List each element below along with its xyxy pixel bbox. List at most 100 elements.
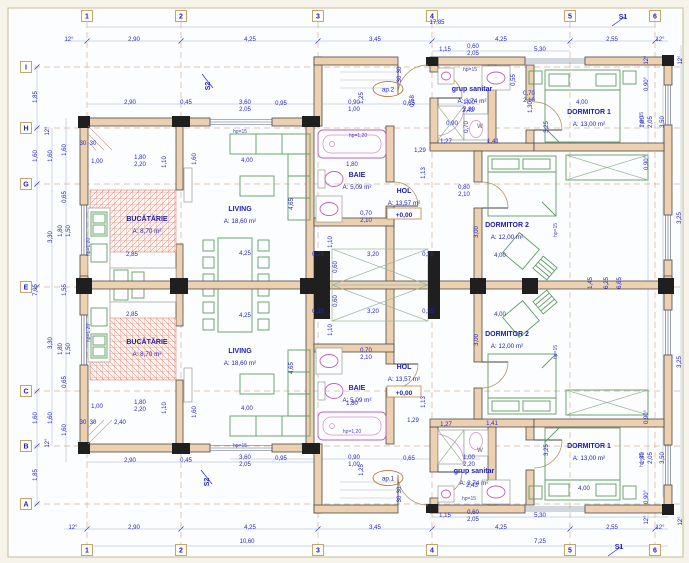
- dim-label: 0,65: [403, 456, 415, 462]
- grid-bubble: [20, 178, 32, 190]
- dim-label: 1,10: [162, 156, 168, 168]
- section-marker-line: [607, 545, 623, 557]
- dim-label: 3,25: [544, 444, 550, 456]
- dim-label: 30: [80, 141, 87, 147]
- dim-label: 7,25: [534, 539, 546, 545]
- grid-bubble-label: 3: [316, 548, 320, 555]
- dim-label: 1,60: [48, 412, 54, 424]
- room-area-label: A: 5,09 m²: [342, 397, 371, 404]
- section-marker: S1: [615, 544, 624, 551]
- grid-bubble-label: 2: [179, 14, 183, 21]
- room-label: LIVING: [228, 206, 252, 213]
- dim-label: 6,65: [617, 277, 623, 289]
- section-marker-line: [200, 469, 213, 485]
- dim-label: 3,50: [660, 116, 666, 128]
- dim-label: 30: [397, 66, 403, 73]
- dim-label: 4,65: [289, 362, 295, 374]
- dim-label: 2,05: [239, 107, 251, 113]
- dim-label: 12°: [64, 37, 74, 43]
- dim-label: 1,60: [33, 150, 39, 162]
- room-label: BUCĂTĂRIE: [126, 214, 168, 223]
- dim-label: 0,65: [403, 101, 415, 107]
- windows: [80, 57, 672, 261]
- dim-label: 0,90: [446, 121, 458, 127]
- dim-label: 2,05: [239, 462, 251, 468]
- dim-label: 2,55: [606, 525, 618, 531]
- dim-label: 1,13: [421, 167, 427, 179]
- section-marker-line: [611, 15, 627, 27]
- dim-label: 1,25: [359, 464, 365, 476]
- section-marker: S2: [204, 478, 211, 487]
- room-label: DORMITOR 1: [567, 109, 611, 116]
- dim-label: 2,10: [523, 98, 535, 104]
- dim-label: 4,25: [495, 37, 507, 43]
- parapet-label: hp=15: [463, 67, 477, 73]
- grid-bubble-label: 6: [653, 14, 657, 21]
- level-badge-box: [386, 385, 422, 398]
- dim-label: 1,80: [134, 400, 146, 406]
- grid-bubble-label: 4: [430, 548, 434, 555]
- grid-bubble: [564, 544, 576, 556]
- grid-bubble: [20, 281, 32, 293]
- dim-label: 3,60: [239, 455, 251, 461]
- dim-label: 3,50: [660, 452, 666, 464]
- dim-label: 1,00: [91, 404, 103, 410]
- dim-label: 3,60: [239, 100, 251, 106]
- room-area-label: A: 12,00 m²: [491, 343, 524, 350]
- parapet-label: hp=1,20: [86, 238, 92, 256]
- level-badge-box: [386, 207, 422, 220]
- dim-label: 1,15: [439, 47, 451, 53]
- dim-label: 2,10: [360, 355, 372, 361]
- room-area-label: A: 3,74 m²: [459, 480, 488, 487]
- dim-label: 1,41: [487, 139, 499, 145]
- dim-label: 3,45: [369, 37, 381, 43]
- dim-label: 5,30: [534, 47, 546, 53]
- dim-label: 3,20: [367, 309, 379, 315]
- dim-label: 0,95: [275, 101, 287, 107]
- dim-label: 4,25: [244, 37, 256, 43]
- room-area-label: A: 8,70 m²: [132, 351, 161, 358]
- dim-label: 1,55: [62, 284, 68, 296]
- dim-label: 2,05: [467, 517, 479, 523]
- dim-label: 12°: [644, 515, 650, 525]
- grid-bubble: [20, 440, 32, 452]
- dim-label: 1,85: [33, 91, 39, 103]
- room-label: BAIE: [349, 385, 366, 392]
- grid-bubble: [426, 544, 438, 556]
- dim-label: 0,80: [458, 185, 470, 191]
- dim-label: 4,25: [244, 525, 256, 531]
- dim-label: 4,25: [239, 251, 251, 257]
- grid-bubble-label: E: [24, 285, 29, 292]
- dim-label: 2,20: [134, 162, 146, 168]
- dim-label: 1,60: [192, 153, 198, 165]
- grid-bubble: [175, 544, 187, 556]
- dim-label: 0,65: [62, 376, 68, 388]
- dim-label: 0,60: [333, 295, 339, 307]
- dim-label: 3,30: [48, 337, 54, 349]
- dim-label: 1,13: [421, 396, 427, 408]
- grid-bubble-label: 6: [653, 548, 657, 555]
- grid-bubble: [312, 10, 324, 22]
- grup-sanitar-fixtures: [437, 65, 511, 141]
- unit-oval: [372, 470, 404, 486]
- dim-label: 4,00: [576, 100, 588, 106]
- dim-label: 0,90: [348, 100, 360, 106]
- room-label: LIVING: [228, 348, 252, 355]
- room-label: grup sanitar: [452, 86, 493, 93]
- dim-label: 2,05: [648, 116, 654, 128]
- parapet-label: hp=15: [639, 112, 645, 126]
- parapet-label: hp=15: [233, 129, 247, 135]
- level-badge: +0,00: [396, 390, 413, 397]
- dim-label: 2,30: [463, 107, 475, 113]
- dim-label: 1,00: [463, 455, 475, 461]
- parapet-label: hp=1,20: [349, 133, 367, 139]
- dim-label: 0,25: [312, 252, 324, 258]
- grid-bubble-label: I: [25, 65, 27, 72]
- dim-label: 30: [90, 420, 97, 426]
- dim-label: 1,60: [62, 144, 68, 156]
- dim-label: 2,90: [124, 458, 136, 464]
